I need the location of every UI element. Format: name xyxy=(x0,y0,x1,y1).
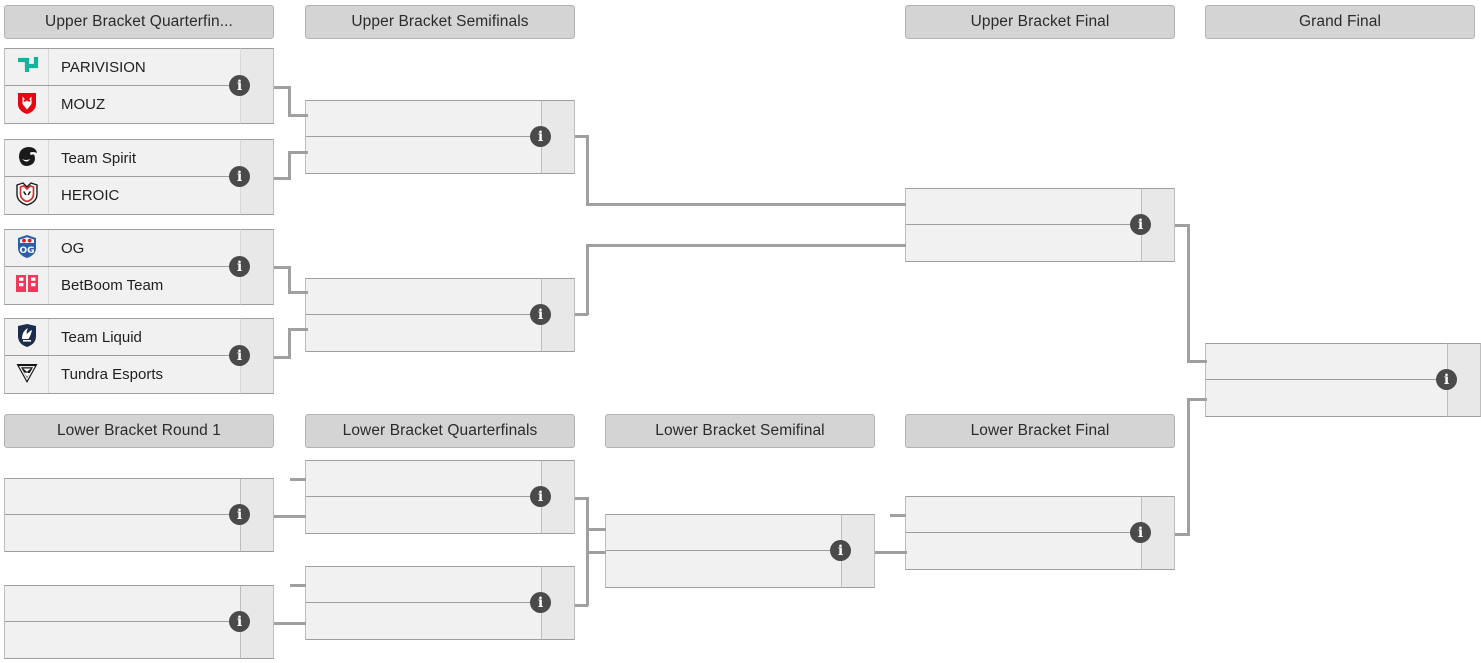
bracket-connector xyxy=(274,177,291,180)
match-slot-bottom[interactable]: MOUZ xyxy=(5,86,273,123)
bracket-connector xyxy=(875,551,907,554)
bracket-connector xyxy=(1187,398,1190,535)
team-logo-cell: OG xyxy=(5,230,49,266)
match-ubsf1[interactable] xyxy=(305,100,575,174)
bracket-connector xyxy=(288,266,291,294)
bracket-connector xyxy=(274,356,291,359)
bracket-connector xyxy=(290,478,306,481)
round-header-lbqf[interactable]: Lower Bracket Quarterfinals xyxy=(305,414,575,448)
bracket-connector xyxy=(274,622,306,625)
bracket-connector xyxy=(288,86,291,116)
team-logo-cell xyxy=(5,86,49,123)
match-slot-top[interactable]: Team Liquid xyxy=(5,319,273,356)
bracket-connector xyxy=(288,114,308,117)
bracket-connector xyxy=(586,551,589,606)
match-gf1[interactable] xyxy=(1205,343,1481,417)
match-info-icon[interactable]: i xyxy=(1436,369,1457,390)
match-slot-top[interactable] xyxy=(306,101,574,137)
round-header-ubqf[interactable]: Upper Bracket Quarterfin... xyxy=(4,5,274,39)
bracket-connector xyxy=(575,313,588,316)
bracket-connector xyxy=(575,135,588,138)
match-info-icon[interactable]: i xyxy=(229,75,250,96)
match-info-icon[interactable]: i xyxy=(530,486,551,507)
team-logo-cell xyxy=(5,319,49,355)
match-slot-top[interactable] xyxy=(306,461,574,497)
match-slot-top[interactable] xyxy=(606,515,874,551)
bracket-connector xyxy=(1187,224,1190,362)
bracket-connector xyxy=(586,135,589,205)
match-slot-top[interactable] xyxy=(306,567,574,603)
round-header-lbf[interactable]: Lower Bracket Final xyxy=(905,414,1175,448)
bracket-connector xyxy=(575,497,588,500)
match-slot-bottom[interactable]: BetBoom Team xyxy=(5,267,273,304)
team-logo-cell xyxy=(5,356,49,393)
tundra-logo xyxy=(13,358,41,391)
match-info-icon[interactable]: i xyxy=(530,592,551,613)
bracket-connector xyxy=(274,266,291,269)
bracket-connector xyxy=(586,244,906,247)
team-logo-cell xyxy=(5,140,49,176)
team-liquid-logo xyxy=(13,321,41,354)
match-slot-bottom[interactable]: HEROIC xyxy=(5,177,273,214)
bracket-connector xyxy=(288,328,291,359)
match-slot-top[interactable] xyxy=(306,279,574,315)
match-info-icon[interactable]: i xyxy=(1130,214,1151,235)
team-logo-cell xyxy=(5,267,49,304)
team-logo-cell xyxy=(5,49,49,85)
match-info-icon[interactable]: i xyxy=(830,540,851,561)
bracket-connector xyxy=(288,151,291,180)
parivision-logo xyxy=(13,51,41,84)
bracket-connector xyxy=(575,604,588,607)
match-info-icon[interactable]: i xyxy=(530,304,551,325)
svg-text:OG: OG xyxy=(19,246,34,256)
heroic-logo xyxy=(13,179,41,212)
match-info-icon[interactable]: i xyxy=(530,126,551,147)
bracket-connector xyxy=(288,151,308,154)
bracket-connector xyxy=(274,86,291,89)
bracket-connector xyxy=(586,497,589,554)
team-logo-cell xyxy=(5,177,49,214)
betboom-logo xyxy=(13,269,41,302)
match-slot-top[interactable]: Team Spirit xyxy=(5,140,273,177)
team-spirit-logo xyxy=(13,142,41,175)
match-info-icon[interactable]: i xyxy=(1130,522,1151,543)
match-info-icon[interactable]: i xyxy=(229,345,250,366)
mouz-logo xyxy=(13,88,41,121)
bracket-connector xyxy=(890,514,906,517)
round-header-ubsf[interactable]: Upper Bracket Semifinals xyxy=(305,5,575,39)
match-lbqf1[interactable] xyxy=(305,460,575,534)
match-info-icon[interactable]: i xyxy=(229,504,250,525)
bracket-connector xyxy=(288,291,308,294)
bracket-connector xyxy=(1187,360,1207,363)
bracket-connector xyxy=(586,528,606,531)
match-slot-top[interactable] xyxy=(906,497,1174,533)
bracket-connector xyxy=(288,328,308,331)
match-slot-bottom[interactable]: Tundra Esports xyxy=(5,356,273,393)
og-logo: OG xyxy=(13,232,41,265)
bracket-connector xyxy=(1175,533,1190,536)
bracket-connector xyxy=(586,244,589,315)
bracket-connector xyxy=(274,515,306,518)
match-slot-top[interactable]: PARIVISION xyxy=(5,49,273,86)
match-slot-top[interactable] xyxy=(1206,344,1480,380)
match-info-icon[interactable]: i xyxy=(229,166,250,187)
match-info-icon[interactable]: i xyxy=(229,611,250,632)
bracket-connector xyxy=(586,203,906,206)
match-lbr1b[interactable] xyxy=(4,585,274,659)
bracket-connector xyxy=(1175,224,1190,227)
match-slot-top[interactable] xyxy=(5,586,273,622)
match-lbf1[interactable] xyxy=(905,496,1175,570)
bracket-connector xyxy=(586,551,606,554)
match-info-icon[interactable]: i xyxy=(229,256,250,277)
round-header-ubf[interactable]: Upper Bracket Final xyxy=(905,5,1175,39)
match-slot-top[interactable] xyxy=(5,479,273,515)
round-header-lbsf[interactable]: Lower Bracket Semifinal xyxy=(605,414,875,448)
match-slot-top[interactable] xyxy=(906,189,1174,225)
round-header-gf[interactable]: Grand Final xyxy=(1205,5,1475,39)
bracket-connector xyxy=(1187,398,1207,401)
bracket-connector xyxy=(290,584,306,587)
round-header-lbr1[interactable]: Lower Bracket Round 1 xyxy=(4,414,274,448)
